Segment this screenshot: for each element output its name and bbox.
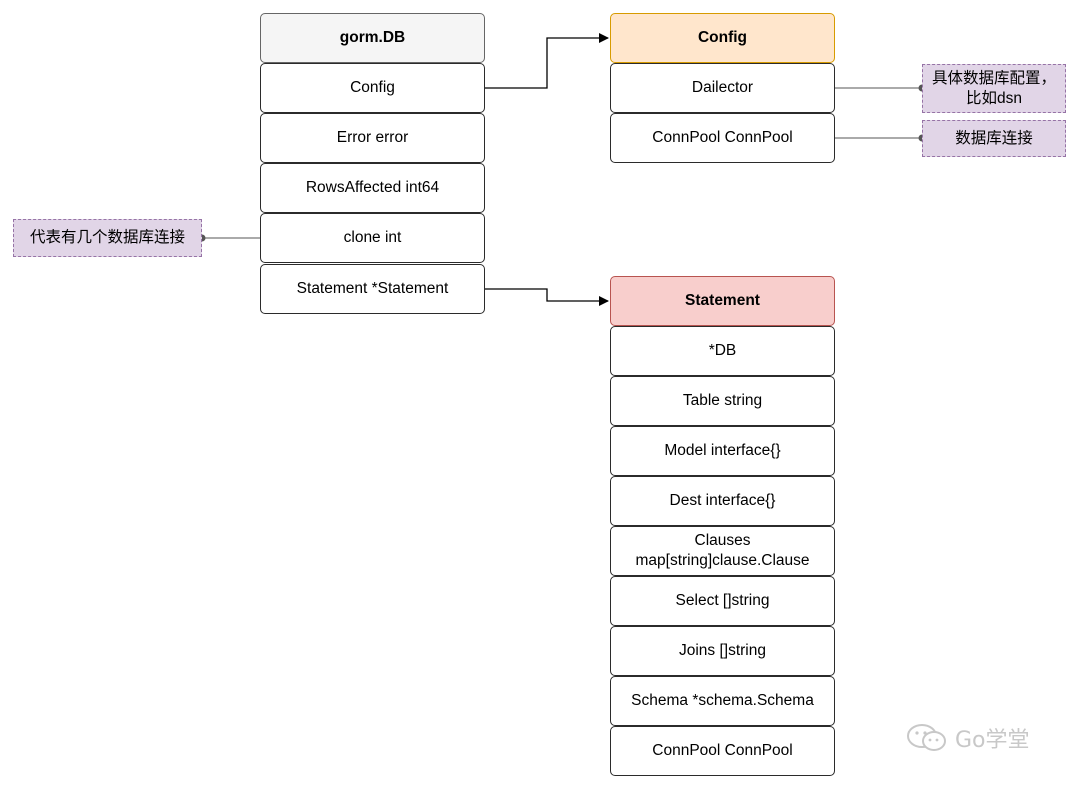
note-dialector: 具体数据库配置，比如dsn [922, 64, 1066, 113]
statement-field: Select []string [610, 576, 835, 626]
db-struct-title: gorm.DB [260, 13, 485, 63]
statement-struct-title: Statement [610, 276, 835, 326]
statement-field: *DB [610, 326, 835, 376]
wechat-icon [907, 724, 946, 751]
statement-field: Model interface{} [610, 426, 835, 476]
statement-field: Table string [610, 376, 835, 426]
db-field: clone int [260, 213, 485, 263]
watermark: Go学堂 [905, 722, 1030, 754]
config-field: Dailector [610, 63, 835, 113]
statement-arrow [485, 288, 609, 306]
config-struct-title: Config [610, 13, 835, 63]
statement-field: Clauses map[string]clause.Clause [610, 526, 835, 576]
watermark-text: Go学堂 [955, 728, 1030, 753]
note-clone: 代表有几个数据库连接 [13, 219, 202, 257]
config-arrow [485, 33, 609, 89]
statement-field: Joins []string [610, 626, 835, 676]
db-field: Error error [260, 113, 485, 163]
db-field: Config [260, 63, 485, 113]
statement-field: Schema *schema.Schema [610, 676, 835, 726]
config-field: ConnPool ConnPool [610, 113, 835, 163]
db-field: Statement *Statement [260, 264, 485, 314]
note-connpool: 数据库连接 [922, 120, 1066, 157]
statement-field: ConnPool ConnPool [610, 726, 835, 776]
db-field: RowsAffected int64 [260, 163, 485, 213]
statement-field: Dest interface{} [610, 476, 835, 526]
